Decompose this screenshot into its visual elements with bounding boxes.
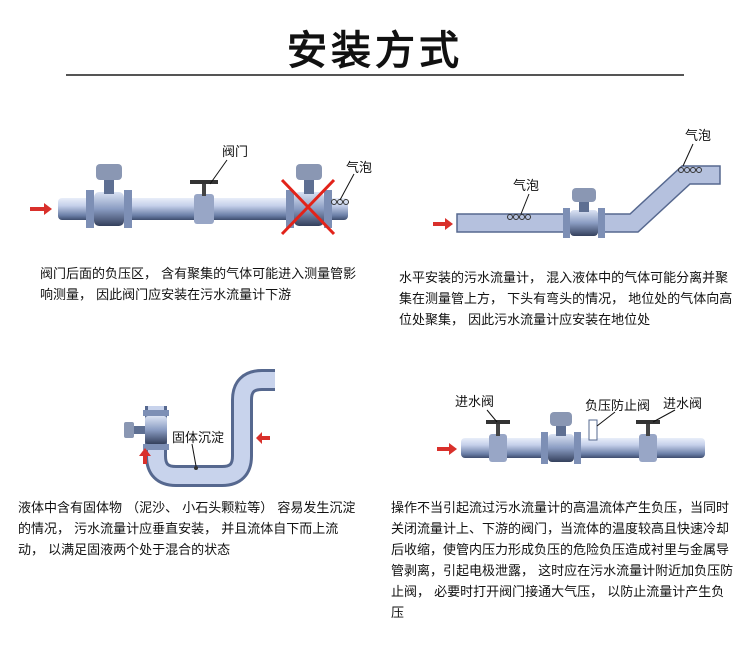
leader-line	[191, 443, 197, 467]
valve-body	[489, 434, 507, 462]
valve-stem	[646, 420, 650, 436]
flowmeter-head	[124, 422, 134, 438]
leader-line	[209, 159, 228, 185]
bubbles-icon	[507, 214, 531, 220]
pipe	[145, 369, 275, 487]
label-valve: 阀门	[222, 145, 248, 160]
label-inlet-valve-right: 进水阀	[663, 397, 702, 412]
caption: 操作不当引起流过污水流量计的高温流体产生负压，当同时关闭流量计上、下游的阀门，当…	[391, 501, 734, 621]
label-bubble: 气泡	[346, 160, 372, 176]
flow-arrow-icon	[139, 448, 151, 464]
label-bubble-low: 气泡	[513, 178, 539, 194]
flowmeter-head	[96, 164, 122, 180]
valve-handle	[636, 420, 660, 424]
flange	[563, 208, 570, 238]
flange	[598, 208, 605, 238]
title-divider	[66, 74, 684, 76]
caption: 阀门后面的负压区， 含有聚集的气体可能进入测量管影响测量， 因此阀门应安装在污水…	[40, 267, 357, 303]
flowmeter-head	[550, 412, 572, 426]
flowmeter-body	[94, 192, 124, 226]
flowmeter-neck	[579, 200, 589, 212]
diagram-vertical: 固体沉淀	[124, 369, 275, 487]
cross-mark-icon	[280, 178, 336, 236]
flowmeter-neck	[133, 426, 145, 434]
sediment-dot	[194, 466, 198, 470]
panel-low-point: 气泡 气泡 水平安装的污水流量计， 混入液体中的气体可能分离并聚集在测量管上方，…	[375, 0, 750, 340]
leader-line	[486, 409, 498, 423]
bubbles-icon	[678, 167, 702, 173]
pipe	[456, 165, 721, 233]
flange	[143, 410, 169, 416]
flange	[143, 444, 169, 450]
label-vacuum-valve: 负压防止阀	[585, 398, 650, 414]
flange	[286, 190, 294, 228]
label-inlet-valve-left: 进水阀	[455, 395, 494, 410]
caption: 液体中含有固体物 （泥沙、 小石头颗粒等） 容易发生沉淀的情况， 污水流量计应垂…	[18, 501, 356, 558]
diagram-vacuum-valve: 进水阀 负压防止阀 进水阀	[437, 395, 705, 464]
panel-valve-position: 阀门 气泡 阀门后面的负压区， 含有聚集的气体可能进入测量管影响测量， 因此阀门…	[0, 0, 375, 330]
valve-stem	[202, 180, 206, 196]
flowmeter-body	[548, 434, 574, 462]
pipe	[148, 372, 275, 484]
flowmeter-neck	[104, 178, 114, 194]
flowmeter-body	[570, 210, 598, 236]
flowmeter-neck	[556, 424, 566, 436]
page-title: 安装方式	[287, 28, 463, 74]
flange	[124, 190, 132, 228]
flange	[574, 432, 581, 464]
flow-arrow-icon	[437, 443, 457, 455]
flow-arrow-icon	[30, 203, 52, 215]
flange	[541, 432, 548, 464]
diagram-valve-position: 阀门 气泡	[30, 145, 372, 236]
flange	[324, 190, 332, 228]
valve-body	[194, 194, 214, 224]
valve-body	[639, 434, 657, 462]
label-sediment: 固体沉淀	[172, 431, 224, 446]
flowmeter-head	[296, 164, 322, 180]
bubbles-icon	[331, 199, 349, 205]
leader-line	[596, 411, 616, 427]
flowmeter-body	[145, 416, 167, 444]
diagram-low-point: 气泡 气泡	[433, 128, 721, 238]
leader-line	[682, 143, 694, 167]
flange	[86, 190, 94, 228]
flow-arrow-icon	[433, 218, 453, 230]
label-bubble-high: 气泡	[685, 128, 711, 144]
flowmeter-neck	[304, 178, 314, 194]
valve-handle	[190, 180, 218, 184]
flowmeter-head	[572, 188, 596, 202]
vacuum-valve-stub	[588, 419, 598, 441]
valve-handle	[486, 420, 510, 424]
panel-vacuum-valve: 进水阀 负压防止阀 进水阀 操作不当引起流过污水流量计的高温流体产生负压，当同时…	[375, 340, 750, 658]
leader-line	[520, 193, 530, 215]
leader-line	[652, 409, 676, 423]
panel-vertical: 固体沉淀 液体中含有固体物 （泥沙、 小石头颗粒等） 容易发生沉淀的情况， 污水…	[0, 340, 375, 658]
caption: 水平安装的污水流量计， 混入液体中的气体可能分离并聚集在测量管上方， 下头有弯头…	[399, 271, 733, 328]
leader-line	[339, 173, 355, 201]
flow-arrow-icon	[256, 432, 270, 444]
valve-stem	[496, 420, 500, 436]
